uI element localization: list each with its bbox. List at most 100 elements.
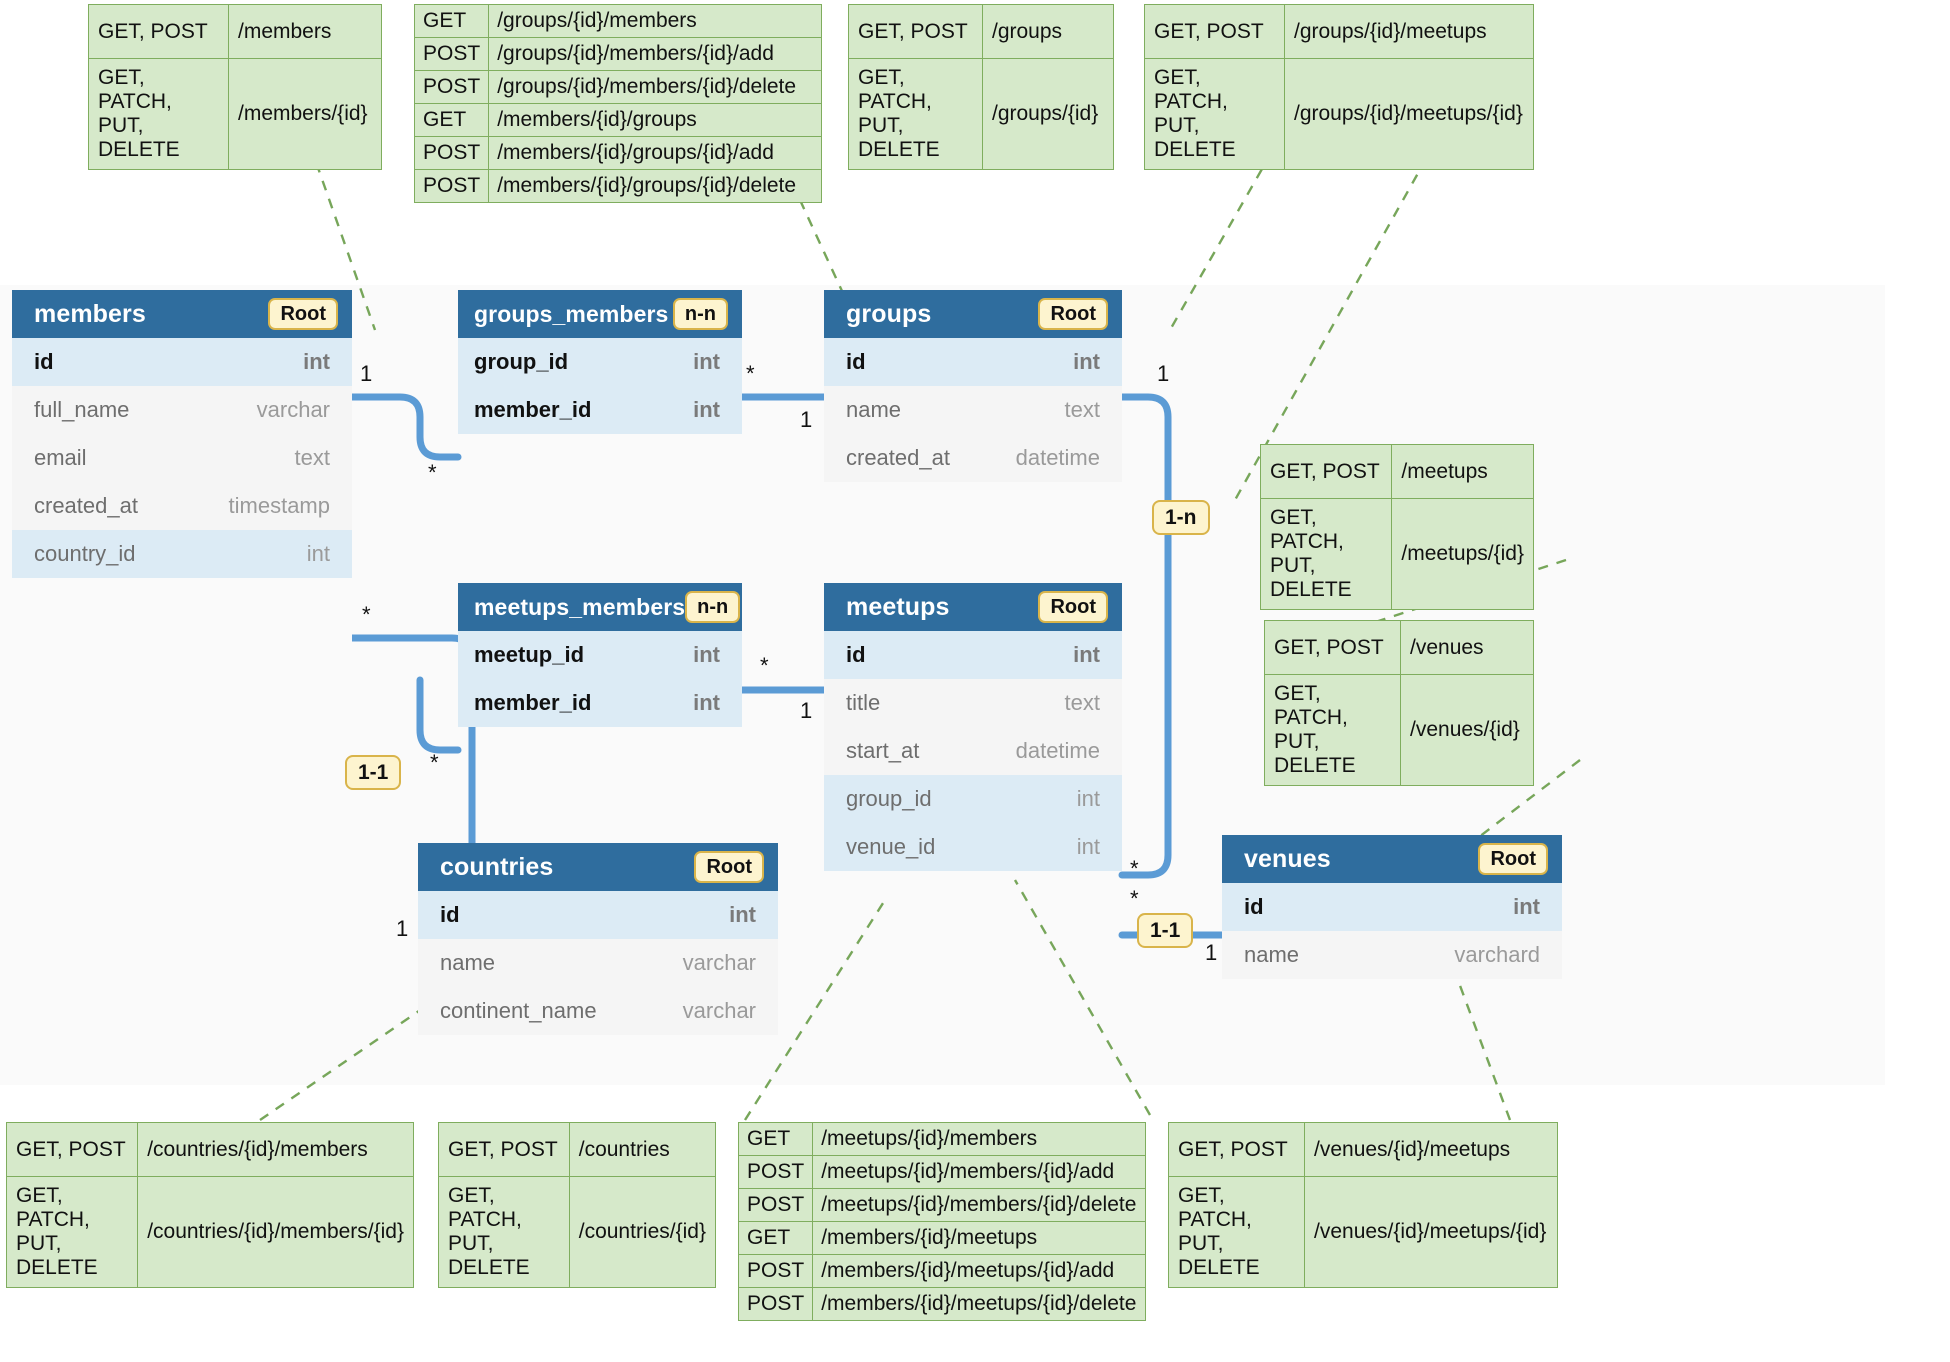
api-row[interactable]: GET, POST /countries/{id}/members: [5, 1122, 414, 1177]
entity-meetups-members[interactable]: meetups_members n-n meetup_id int member…: [458, 583, 742, 727]
api-row[interactable]: GET, PATCH, PUT, DELETE /meetups/{id}: [1259, 498, 1534, 610]
api-row[interactable]: GET, POST /venues: [1264, 620, 1534, 675]
field-name: meetup_id: [474, 642, 585, 667]
field-row[interactable]: group_id int: [458, 338, 742, 386]
cardinality-label: 1: [1157, 361, 1170, 386]
api-row[interactable]: GET, POST /meetups: [1259, 444, 1534, 499]
api-table-members[interactable]: GET, POST /members GET, PATCH, PUT, DELE…: [88, 4, 382, 170]
field-row[interactable]: created_at timestamp: [12, 482, 352, 530]
api-row[interactable]: POST /members/{id}/groups/{id}/add: [413, 136, 822, 170]
field-row[interactable]: name text: [824, 386, 1122, 434]
api-row[interactable]: GET /members/{id}/groups: [413, 103, 822, 137]
field-row[interactable]: country_id int: [12, 530, 352, 578]
api-path: /groups: [982, 4, 1114, 59]
field-row[interactable]: name varchar: [418, 939, 778, 987]
api-table-groups-meetups[interactable]: GET, POST /groups/{id}/meetups GET, PATC…: [1144, 4, 1534, 170]
entity-countries[interactable]: countries Root id int name varchar conti…: [418, 843, 778, 1035]
cardinality-label: *: [1130, 886, 1139, 911]
api-verb: GET, POST: [1259, 444, 1393, 499]
field-row[interactable]: name varchard: [1222, 931, 1562, 979]
relationship-pill-members-countries[interactable]: 1-1: [345, 755, 402, 790]
field-row[interactable]: member_id int: [458, 679, 742, 727]
field-name: created_at: [846, 445, 950, 470]
api-table-meetups-members[interactable]: GET /meetups/{id}/members POST /meetups/…: [737, 1122, 1146, 1321]
api-table-groups[interactable]: GET, POST /groups GET, PATCH, PUT, DELET…: [848, 4, 1114, 170]
relationship-pill-groups-meetups[interactable]: 1-n: [1152, 500, 1210, 535]
api-row[interactable]: GET, PATCH, PUT, DELETE /groups/{id}: [848, 58, 1114, 170]
field-type: int: [303, 349, 330, 374]
cardinality-label: *: [1130, 856, 1139, 881]
api-path: /groups/{id}/members/{id}/add: [488, 37, 822, 71]
field-row[interactable]: id int: [1222, 883, 1562, 931]
api-row[interactable]: GET, POST /groups: [848, 4, 1114, 59]
entity-title: countries: [440, 852, 554, 881]
api-row[interactable]: GET /members/{id}/meetups: [737, 1221, 1146, 1255]
field-row[interactable]: meetup_id int: [458, 631, 742, 679]
api-row[interactable]: POST /members/{id}/groups/{id}/delete: [413, 169, 822, 203]
field-row[interactable]: email text: [12, 434, 352, 482]
field-type: datetime: [1015, 738, 1100, 763]
api-row[interactable]: GET, PATCH, PUT, DELETE /groups/{id}/mee…: [1144, 58, 1534, 170]
field-row[interactable]: created_at datetime: [824, 434, 1122, 482]
entity-header: countries Root: [418, 843, 778, 891]
api-verb: GET, PATCH, PUT, DELETE: [1264, 674, 1401, 786]
entity-title: groups_members: [474, 300, 669, 327]
entity-meetups[interactable]: meetups Root id int title text start_at …: [824, 583, 1122, 871]
api-row[interactable]: GET, POST /groups/{id}/meetups: [1144, 4, 1534, 59]
relationship-pill-meetups-venues[interactable]: 1-1: [1137, 913, 1194, 948]
field-row[interactable]: member_id int: [458, 386, 742, 434]
api-row[interactable]: POST /groups/{id}/members/{id}/add: [413, 37, 822, 71]
api-verb: GET, PATCH, PUT, DELETE: [1144, 58, 1285, 170]
api-table-meetups[interactable]: GET, POST /meetups GET, PATCH, PUT, DELE…: [1259, 444, 1534, 610]
field-row[interactable]: title text: [824, 679, 1122, 727]
api-row[interactable]: GET, POST /countries: [438, 1122, 717, 1177]
field-type: int: [1513, 894, 1540, 919]
field-row[interactable]: id int: [12, 338, 352, 386]
field-row[interactable]: id int: [824, 631, 1122, 679]
field-name: country_id: [34, 541, 136, 566]
field-row[interactable]: full_name varchar: [12, 386, 352, 434]
api-row[interactable]: GET, POST /members: [88, 4, 382, 59]
field-row[interactable]: start_at datetime: [824, 727, 1122, 775]
field-row[interactable]: id int: [418, 891, 778, 939]
api-row[interactable]: POST /meetups/{id}/members/{id}/add: [737, 1155, 1146, 1189]
api-row[interactable]: GET, POST /venues/{id}/meetups: [1168, 1122, 1558, 1177]
entity-groups[interactable]: groups Root id int name text created_at …: [824, 290, 1122, 482]
api-verb: GET, POST: [848, 4, 983, 59]
api-path: /groups/{id}: [982, 58, 1114, 170]
api-table-venues[interactable]: GET, POST /venues GET, PATCH, PUT, DELET…: [1264, 620, 1534, 786]
api-row[interactable]: GET, PATCH, PUT, DELETE /countries/{id}: [438, 1176, 717, 1288]
field-type: datetime: [1015, 445, 1100, 470]
api-table-countries-members[interactable]: GET, POST /countries/{id}/members GET, P…: [5, 1122, 414, 1288]
entity-title: meetups_members: [474, 593, 686, 620]
api-row[interactable]: GET, PATCH, PUT, DELETE /venues/{id}: [1264, 674, 1534, 786]
field-row[interactable]: venue_id int: [824, 823, 1122, 871]
api-verb: POST: [413, 37, 490, 71]
api-row[interactable]: GET, PATCH, PUT, DELETE /countries/{id}/…: [5, 1176, 414, 1288]
field-row[interactable]: id int: [824, 338, 1122, 386]
entity-venues[interactable]: venues Root id int name varchard: [1222, 835, 1562, 979]
field-row[interactable]: group_id int: [824, 775, 1122, 823]
api-path: /meetups/{id}/members/{id}/delete: [812, 1188, 1146, 1222]
entity-groups-members[interactable]: groups_members n-n group_id int member_i…: [458, 290, 742, 434]
api-row[interactable]: GET /groups/{id}/members: [413, 4, 822, 38]
field-type: text: [1064, 397, 1100, 422]
api-row[interactable]: GET /meetups/{id}/members: [737, 1122, 1146, 1156]
api-path: /members/{id}/groups: [488, 103, 822, 137]
api-table-countries[interactable]: GET, POST /countries GET, PATCH, PUT, DE…: [438, 1122, 717, 1288]
api-row[interactable]: POST /members/{id}/meetups/{id}/add: [737, 1254, 1146, 1288]
api-path: /meetups/{id}: [1391, 498, 1534, 610]
api-row[interactable]: POST /groups/{id}/members/{id}/delete: [413, 70, 822, 104]
api-row[interactable]: GET, PATCH, PUT, DELETE /venues/{id}/mee…: [1168, 1176, 1558, 1288]
api-path: /venues/{id}/meetups: [1304, 1122, 1558, 1177]
api-verb: GET, POST: [5, 1122, 139, 1177]
api-row[interactable]: POST /meetups/{id}/members/{id}/delete: [737, 1188, 1146, 1222]
field-name: title: [846, 690, 881, 715]
api-verb: GET, POST: [1168, 1122, 1305, 1177]
entity-members[interactable]: members Root id int full_name varchar em…: [12, 290, 352, 578]
api-row[interactable]: GET, PATCH, PUT, DELETE /members/{id}: [88, 58, 382, 170]
field-row[interactable]: continent_name varchar: [418, 987, 778, 1035]
api-table-groups-members[interactable]: GET /groups/{id}/members POST /groups/{i…: [413, 4, 822, 203]
api-row[interactable]: POST /members/{id}/meetups/{id}/delete: [737, 1287, 1146, 1321]
api-table-venues-meetups[interactable]: GET, POST /venues/{id}/meetups GET, PATC…: [1168, 1122, 1558, 1288]
